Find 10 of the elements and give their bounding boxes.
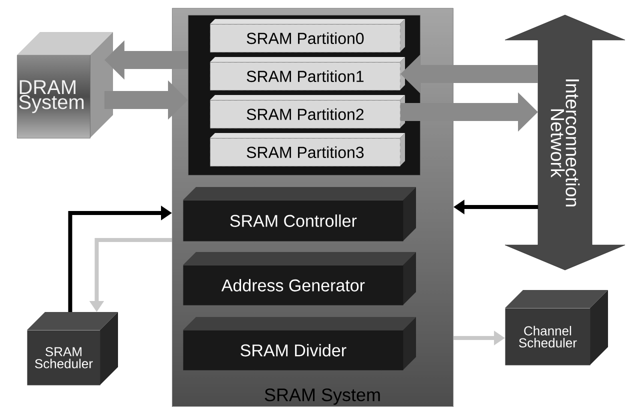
- partition-box: SRAM Partition3: [210, 133, 405, 166]
- module-block: Address Generator: [183, 252, 416, 306]
- module-block: SRAM Controller: [183, 187, 416, 242]
- dram-cube: DRAM System: [17, 32, 113, 138]
- scheduler-cube: SRAM Scheduler: [27, 312, 118, 386]
- partition-box: SRAM Partition1: [210, 57, 405, 90]
- partition-box: SRAM Partition2: [210, 95, 405, 128]
- partition-box: SRAM Partition0: [210, 19, 405, 52]
- scheduler-cube: Channel Scheduler: [505, 290, 608, 366]
- module-block: SRAM Divider: [183, 317, 416, 370]
